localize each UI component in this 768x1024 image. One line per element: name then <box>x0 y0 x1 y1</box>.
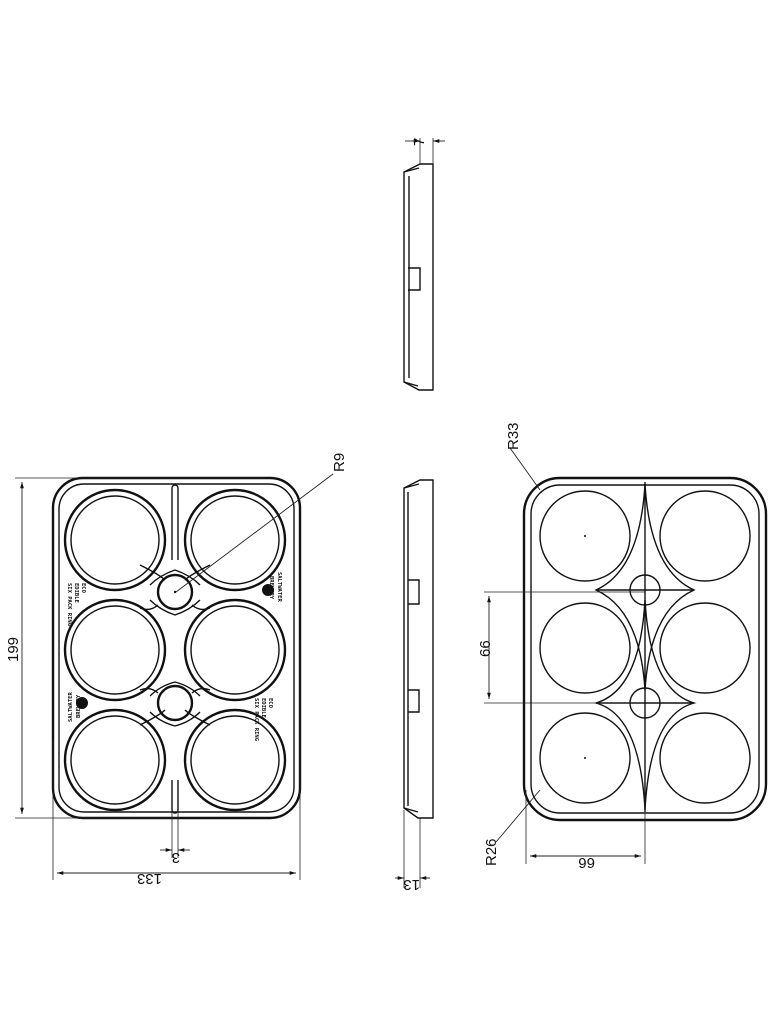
svg-text:EDIBLE: EDIBLE <box>73 583 79 603</box>
svg-text:BREWERY: BREWERY <box>76 694 82 718</box>
side-view-upper: 7 <box>403 138 445 391</box>
front-view: ECO EDIBLE SIX PACK RING ECO EDIBLE SIX … <box>5 453 348 887</box>
dim-hole-spacing: 66 <box>477 591 645 704</box>
svg-text:R33: R33 <box>505 422 522 450</box>
side-view-lower: 13 <box>395 479 434 893</box>
front-can-rings <box>63 488 287 812</box>
svg-text:133: 133 <box>137 870 162 887</box>
dim-inner-radius: R26 <box>483 789 541 866</box>
brand-logo-right: SALTWATER BREWERY <box>262 572 282 602</box>
front-center-slots <box>139 484 211 814</box>
back-guides <box>593 482 697 812</box>
svg-text:199: 199 <box>5 637 22 662</box>
back-view: R33 66 R26 66 <box>477 422 768 871</box>
front-inner-outline <box>58 483 295 813</box>
brand-logo-left: SALTWATER BREWERY <box>68 692 88 722</box>
dim-center-offset: 66 <box>525 790 646 871</box>
svg-text:R26: R26 <box>483 838 500 866</box>
dim-hole-radius: R9 <box>175 453 348 593</box>
front-pack-text-left: ECO EDIBLE SIX PACK RING <box>66 583 86 627</box>
svg-text:R9: R9 <box>331 453 348 472</box>
svg-text:EDIBLE: EDIBLE <box>260 698 266 718</box>
svg-text:7: 7 <box>411 138 428 146</box>
front-outer-outline <box>51 476 302 820</box>
dim-overall-height: 199 <box>5 477 265 819</box>
dim-outer-radius: R33 <box>505 422 541 491</box>
svg-text:ECO: ECO <box>267 698 273 709</box>
svg-text:SIX PACK RING: SIX PACK RING <box>66 583 72 627</box>
svg-text:SALTWATER: SALTWATER <box>276 572 282 602</box>
svg-text:66: 66 <box>477 640 494 657</box>
front-pack-text-right: ECO EDIBLE SIX PACK RING <box>253 698 273 742</box>
svg-text:66: 66 <box>578 854 595 871</box>
dim-overall-width: 133 <box>52 640 301 887</box>
svg-text:SIX PACK RING: SIX PACK RING <box>253 698 259 742</box>
svg-text:SALTWATER: SALTWATER <box>68 692 74 722</box>
svg-text:3: 3 <box>172 849 180 866</box>
svg-text:ECO: ECO <box>80 583 86 594</box>
dim-slot-width: 3 <box>160 810 190 866</box>
svg-text:BREWERY: BREWERY <box>268 576 274 600</box>
front-finger-holes <box>156 573 194 722</box>
svg-text:13: 13 <box>403 876 420 893</box>
back-can-outlines <box>539 490 751 804</box>
